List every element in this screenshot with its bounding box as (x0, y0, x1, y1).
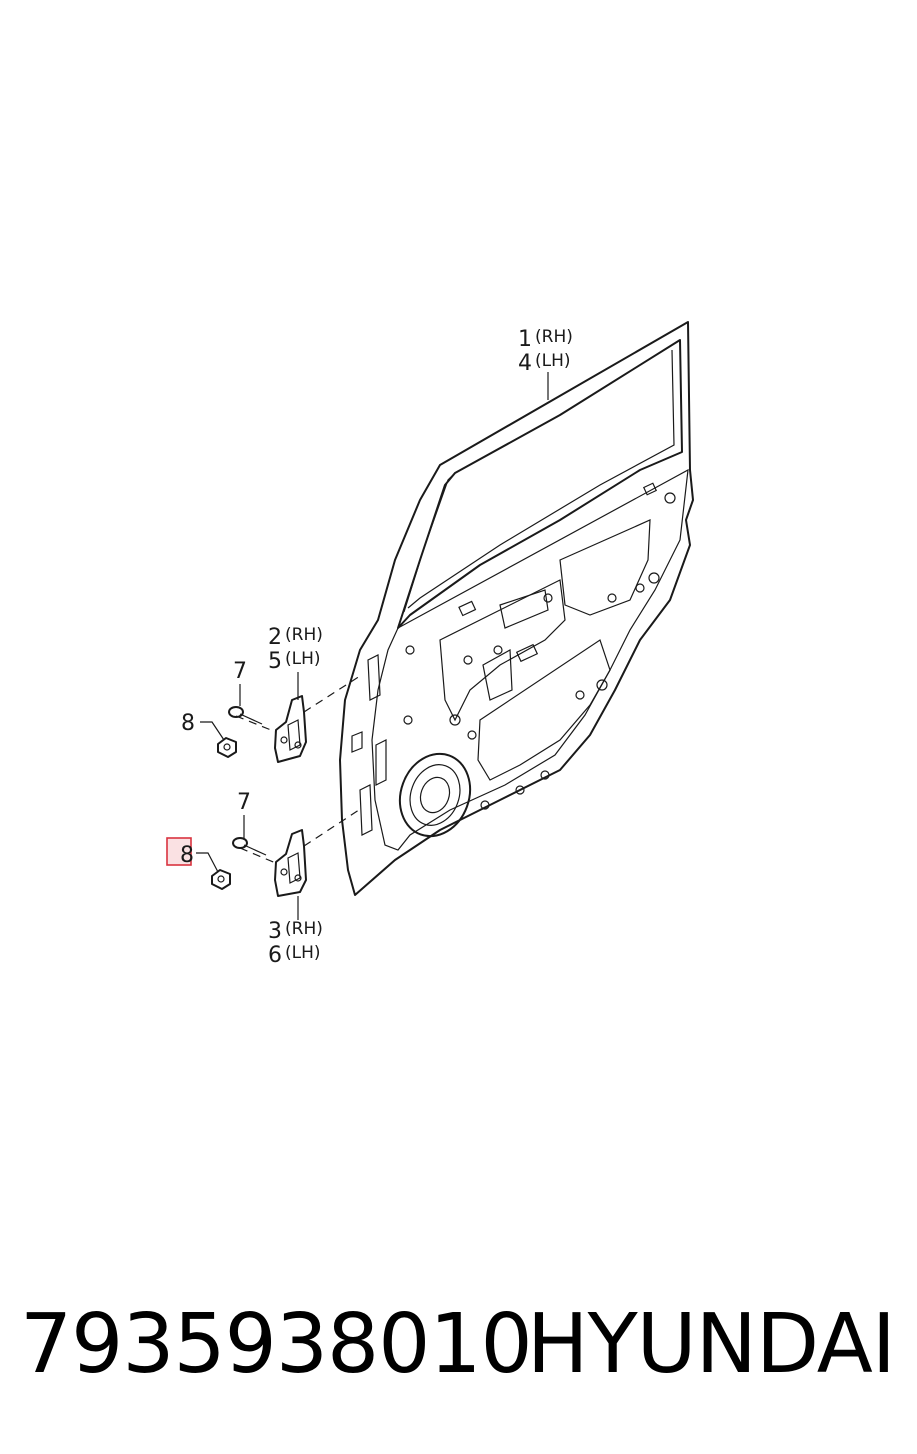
lower-hinge (274, 829, 307, 897)
lower-nut-8 (211, 869, 231, 890)
upper-bolt-7 (228, 706, 263, 725)
leader-lower-nut (196, 852, 219, 873)
callout-lower-bolt: 7 (237, 790, 251, 815)
brand-name: HYUNDAI (526, 1297, 896, 1392)
highlight-box (166, 837, 192, 866)
svg-text:(RH): (RH) (285, 625, 323, 645)
upper-nut-8 (217, 737, 237, 758)
svg-text:(RH): (RH) (285, 919, 323, 939)
svg-text:1: 1 (518, 327, 532, 352)
part-footer: 7935938010 HYUNDAI (0, 1295, 917, 1395)
svg-text:(LH): (LH) (285, 943, 321, 963)
svg-text:4: 4 (518, 351, 532, 376)
svg-text:6: 6 (268, 943, 282, 968)
callout-lower-nut: 8 (180, 843, 194, 868)
callout-upper-bolt: 7 (233, 659, 247, 684)
leader-upper-nut (200, 721, 225, 741)
highlighted-callout-nut[interactable]: 8 (166, 837, 194, 868)
callout-upper-nut: 8 (181, 711, 195, 736)
upper-hinge (274, 695, 307, 763)
svg-text:(LH): (LH) (285, 649, 321, 669)
callout-lower-hinge: 3 (RH) 6 (LH) (268, 919, 323, 968)
lower-assembly-line (239, 807, 363, 865)
part-number: 7935938010 (20, 1297, 533, 1392)
upper-assembly-line (235, 675, 361, 733)
rear-door-panel (339, 321, 694, 896)
callout-door-panel: 1 (RH) 4 (LH) (518, 327, 573, 376)
lower-bolt-7 (232, 837, 267, 856)
svg-text:5: 5 (268, 649, 282, 674)
callout-upper-hinge: 2 (RH) 5 (LH) (268, 625, 323, 674)
svg-text:3: 3 (268, 919, 282, 944)
svg-text:(LH): (LH) (535, 351, 571, 371)
svg-text:(RH): (RH) (535, 327, 573, 347)
svg-text:2: 2 (268, 625, 282, 650)
